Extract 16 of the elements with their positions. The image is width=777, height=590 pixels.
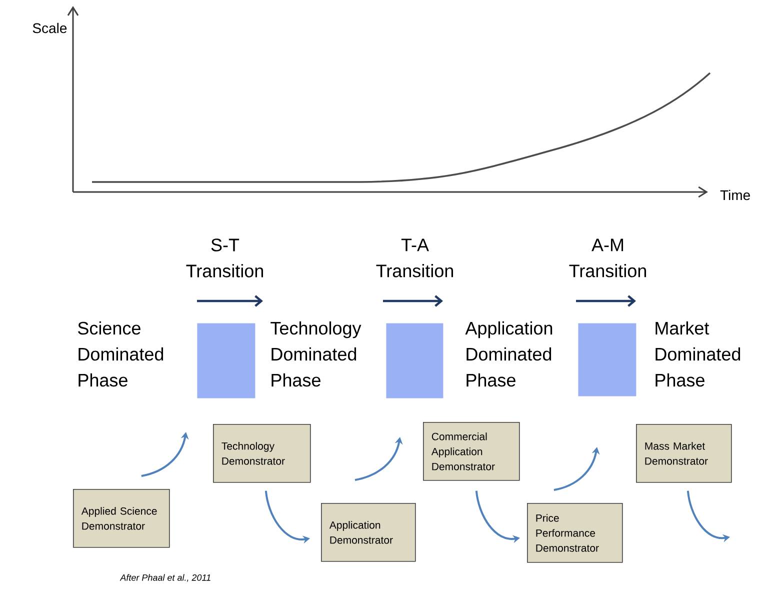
transition-square <box>578 323 636 396</box>
transition-square <box>386 323 444 398</box>
label-text: Science Dominated Phase <box>78 321 164 387</box>
caption: After Phaal et al., 2011 <box>120 574 210 582</box>
label-text: Scale <box>32 22 67 34</box>
demonstrator-box: Applied Science Demonstrator <box>73 489 170 548</box>
transition-square <box>197 323 256 398</box>
demonstrator-box: Technology Demonstrator <box>213 424 311 483</box>
label-text: Application Dominated Phase <box>465 321 552 387</box>
label-text: Market Dominated Phase <box>656 321 740 387</box>
demonstrator-box: Mass Market Demonstrator <box>636 424 732 483</box>
demonstrator-box: Price Performance Demonstrator <box>527 503 623 563</box>
label-text: Time <box>720 190 750 200</box>
demonstrator-box: Application Demonstrator <box>321 503 416 562</box>
label-text: Technology Dominated Phase <box>270 321 362 387</box>
demonstrator-box: Commercial Application Demonstrator <box>423 422 520 481</box>
